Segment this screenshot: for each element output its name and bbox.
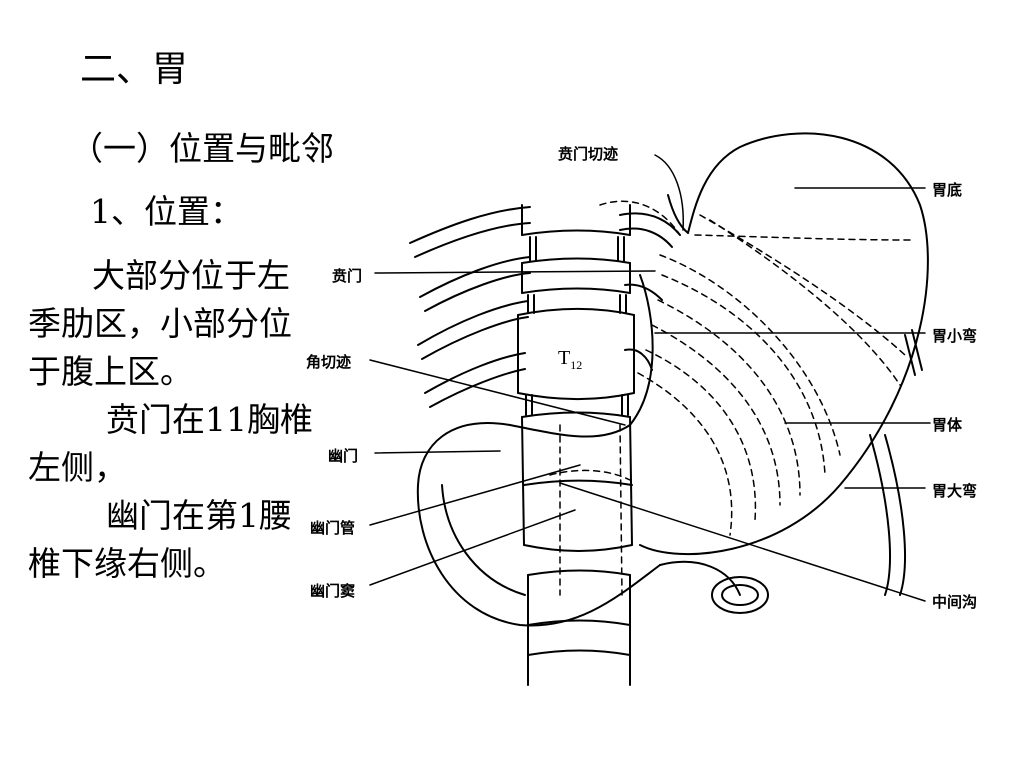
stomach-outline — [416, 132, 929, 627]
label-angular-notch: 角切迹 — [306, 353, 352, 371]
label-greater-curvature: 胃大弯 — [932, 482, 978, 500]
paragraph-pylorus: 幽门在第1腰椎下缘右侧。 — [28, 496, 292, 583]
label-intermediate-sulcus: 中间沟 — [932, 593, 978, 611]
body-text: 大部分位于左季肋区，小部分位于腹上区。 贲门在11胸椎左侧， 幽门在第1腰椎下缘… — [28, 252, 313, 588]
leader-lines — [369, 154, 931, 602]
label-cardiac-notch: 贲门切迹 — [558, 145, 619, 163]
label-fundus: 胃底 — [932, 181, 963, 199]
label-pyloric-antrum: 幽门窦 — [310, 582, 356, 600]
label-pyloric-canal: 幽门管 — [310, 519, 356, 537]
label-lesser-curvature: 胃小弯 — [932, 327, 978, 345]
point-heading: 1、位置： — [90, 192, 243, 231]
label-body: 胃体 — [932, 416, 963, 434]
label-pylorus: 幽门 — [328, 447, 359, 465]
vertebral-column — [517, 204, 635, 686]
section-heading: （一）位置与毗邻 — [70, 129, 334, 168]
stomach-diagram: 贲门切迹 胃底 贲门 胃小弯 角切迹 T12 胃体 幽门 胃大弯 幽门管 幽门窦… — [300, 125, 1010, 695]
dashed-lines — [549, 200, 911, 596]
page-title: 二、胃 — [80, 49, 189, 90]
vertebra-t12-label: T12 — [558, 347, 583, 372]
paragraph-cardia: 贲门在11胸椎左侧， — [28, 400, 313, 487]
paragraph-location: 大部分位于左季肋区，小部分位于腹上区。 — [28, 256, 292, 391]
stomach-illustration — [369, 132, 931, 686]
ribs — [409, 206, 681, 408]
label-cardia: 贲门 — [332, 267, 363, 285]
